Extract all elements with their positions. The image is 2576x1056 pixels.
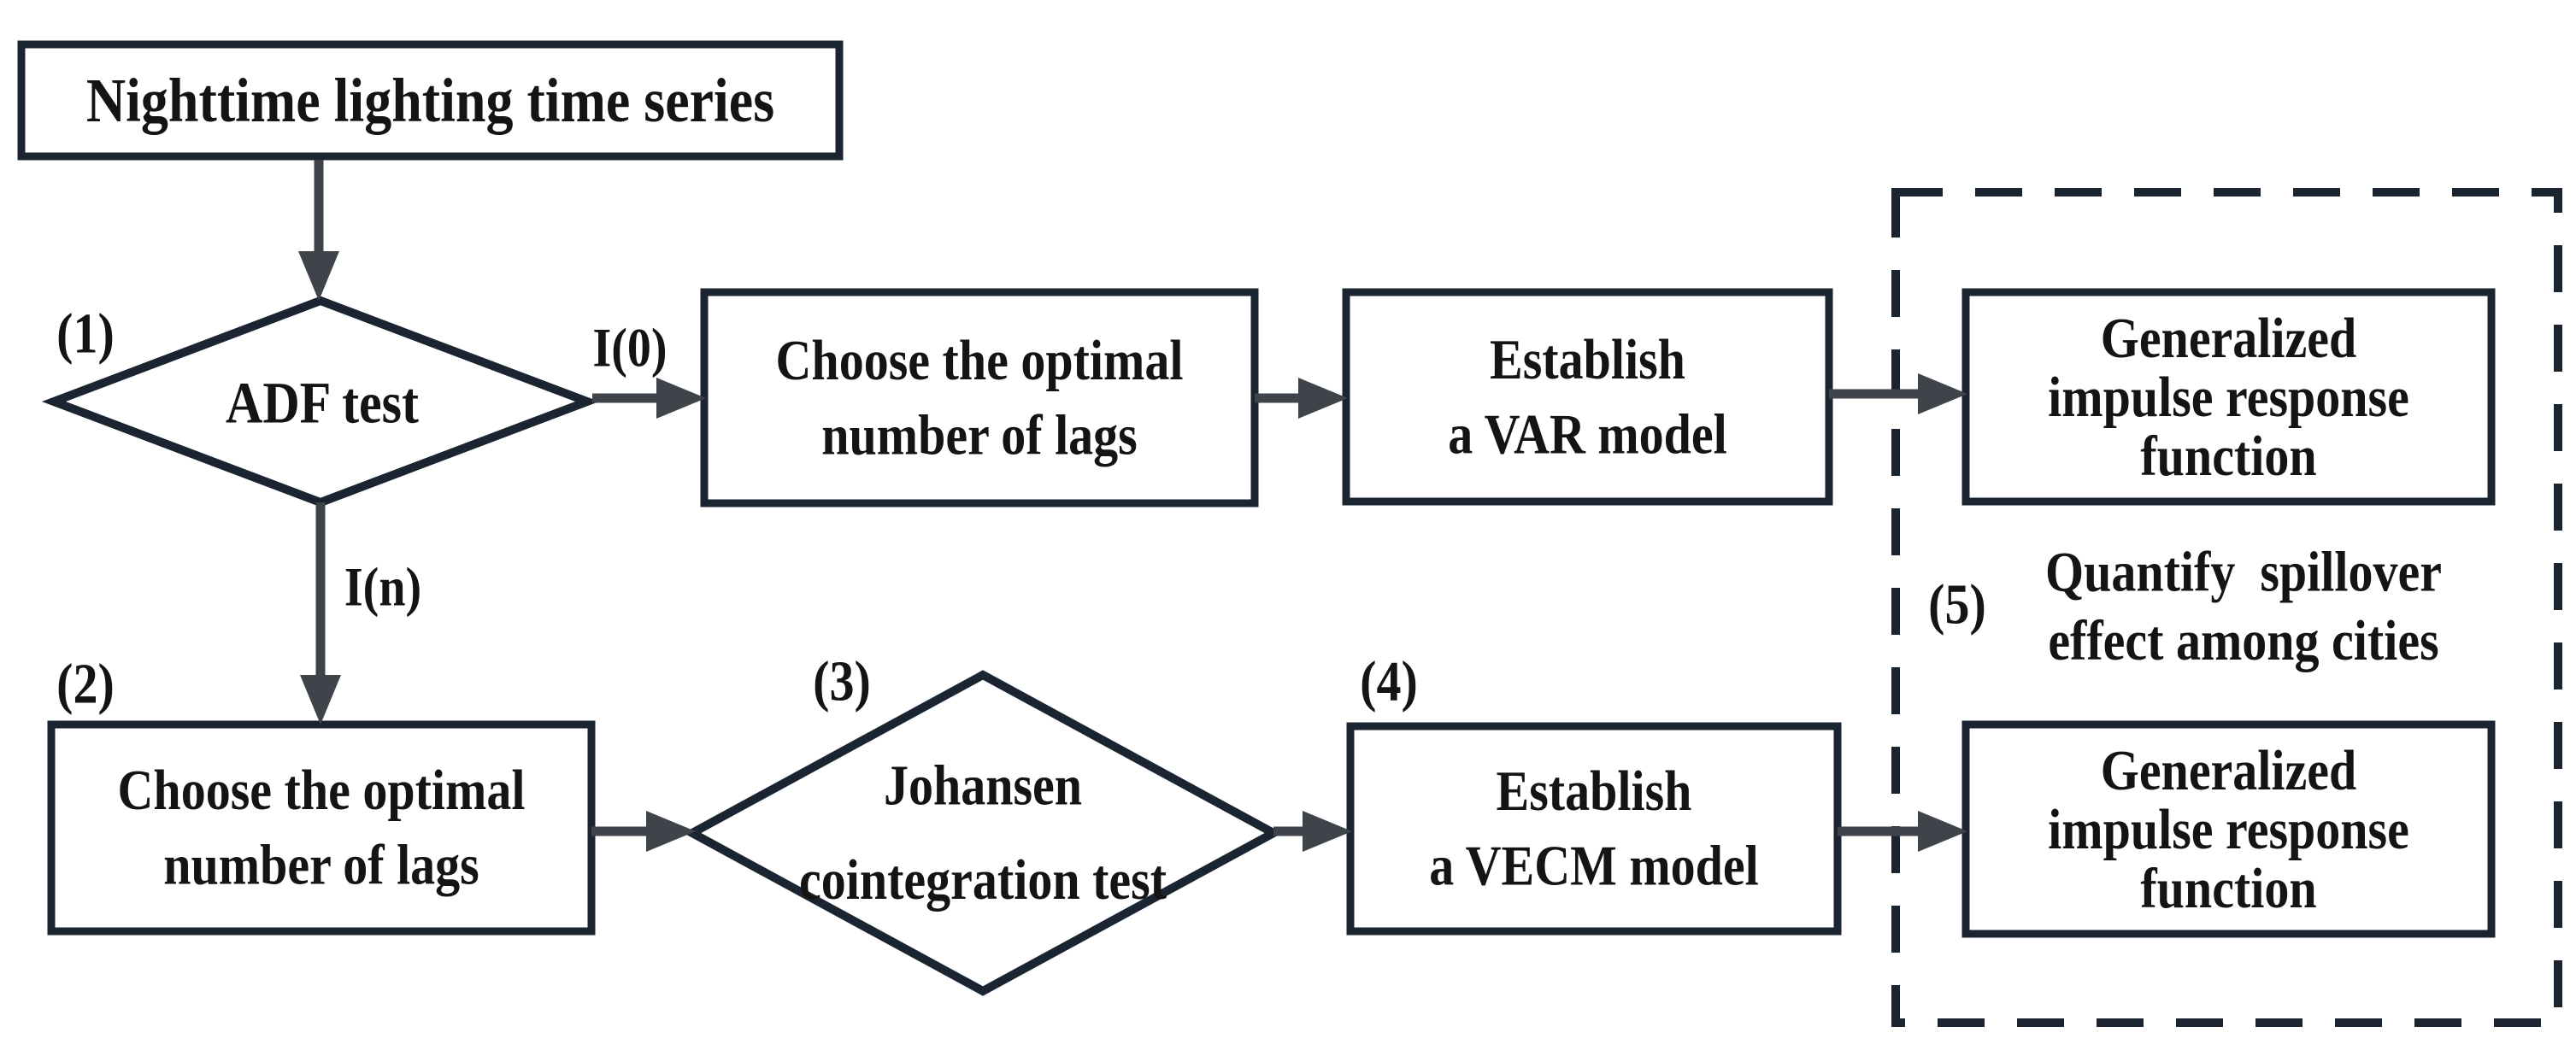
girf-top-line2: impulse response xyxy=(2048,364,2409,429)
var-model-box-shape xyxy=(1342,288,1833,506)
arrow-choose-top-to-var xyxy=(1255,378,1348,419)
arrow-choose-bottom-to-johansen xyxy=(591,811,696,852)
step-3-label: (3) xyxy=(813,648,871,713)
girf-top-label: Generalized impulse response function xyxy=(1966,277,2491,518)
choose-lags-bottom-line1: Choose the optimal xyxy=(117,758,526,823)
spillover-caption: Quantify spillover effect among cities xyxy=(1961,513,2526,701)
girf-top-line3: function xyxy=(2140,423,2317,488)
girf-bottom-line3: function xyxy=(2140,855,2317,920)
girf-bottom-box-shape xyxy=(1961,720,2496,938)
var-model-line1: Establish xyxy=(1490,326,1685,391)
johansen-label: Johansen cointegration test xyxy=(692,720,1273,947)
spillover-dashed-region xyxy=(1891,188,2562,1027)
nighttime-box-shape xyxy=(17,40,844,161)
var-model-label: Establish a VAR model xyxy=(1346,277,1829,518)
branch-i0-label: I(0) xyxy=(592,318,668,379)
johansen-line1: Johansen xyxy=(883,753,1083,818)
girf-bottom-line2: impulse response xyxy=(2048,796,2409,861)
vecm-model-label: Establish a VECM model xyxy=(1350,711,1838,947)
var-model-line2: a VAR model xyxy=(1448,402,1727,466)
arrow-vecm-to-girf-bottom xyxy=(1838,811,1967,852)
choose-lags-top-box-shape xyxy=(700,288,1259,507)
choose-lags-top-line2: number of lags xyxy=(821,402,1138,466)
girf-bottom-line1: Generalized xyxy=(2100,737,2357,802)
arrow-johansen-to-vecm xyxy=(1273,811,1352,852)
girf-top-box-shape xyxy=(1961,288,2496,506)
spillover-line1: Quantify spillover xyxy=(2044,539,2443,604)
nighttime-label-line: Nighttime lighting time series xyxy=(85,65,775,135)
step-4-label: (4) xyxy=(1360,648,1418,713)
branch-in-label: I(n) xyxy=(344,557,422,619)
vecm-model-line1: Establish xyxy=(1496,759,1692,824)
choose-lags-top-label: Choose the optimal number of lags xyxy=(704,276,1255,519)
johansen-line2: cointegration test xyxy=(798,848,1167,912)
nighttime-box-label: Nighttime lighting time series xyxy=(21,36,839,165)
step-5-label: (5) xyxy=(1928,572,1986,637)
step-1-label: (1) xyxy=(56,301,115,366)
arrow-adf-to-choose-bottom xyxy=(300,502,341,725)
choose-lags-top-line1: Choose the optimal xyxy=(775,327,1184,392)
choose-lags-bottom-label: Choose the optimal number of lags xyxy=(51,709,591,947)
arrow-adf-to-choose-top xyxy=(592,378,706,419)
adf-test-label: ADF test xyxy=(225,370,420,436)
vecm-model-line2: a VECM model xyxy=(1429,833,1759,898)
girf-top-line1: Generalized xyxy=(2100,305,2357,370)
spillover-line2: effect among cities xyxy=(2048,608,2439,673)
arrow-nighttime-to-adf xyxy=(298,160,339,301)
girf-bottom-label: Generalized impulse response function xyxy=(1966,709,2491,950)
step-2-label: (2) xyxy=(56,651,115,716)
choose-lags-bottom-line2: number of lags xyxy=(163,832,479,897)
adf-test-diamond-shape xyxy=(41,296,600,507)
arrow-var-to-girf-top xyxy=(1829,373,1967,414)
